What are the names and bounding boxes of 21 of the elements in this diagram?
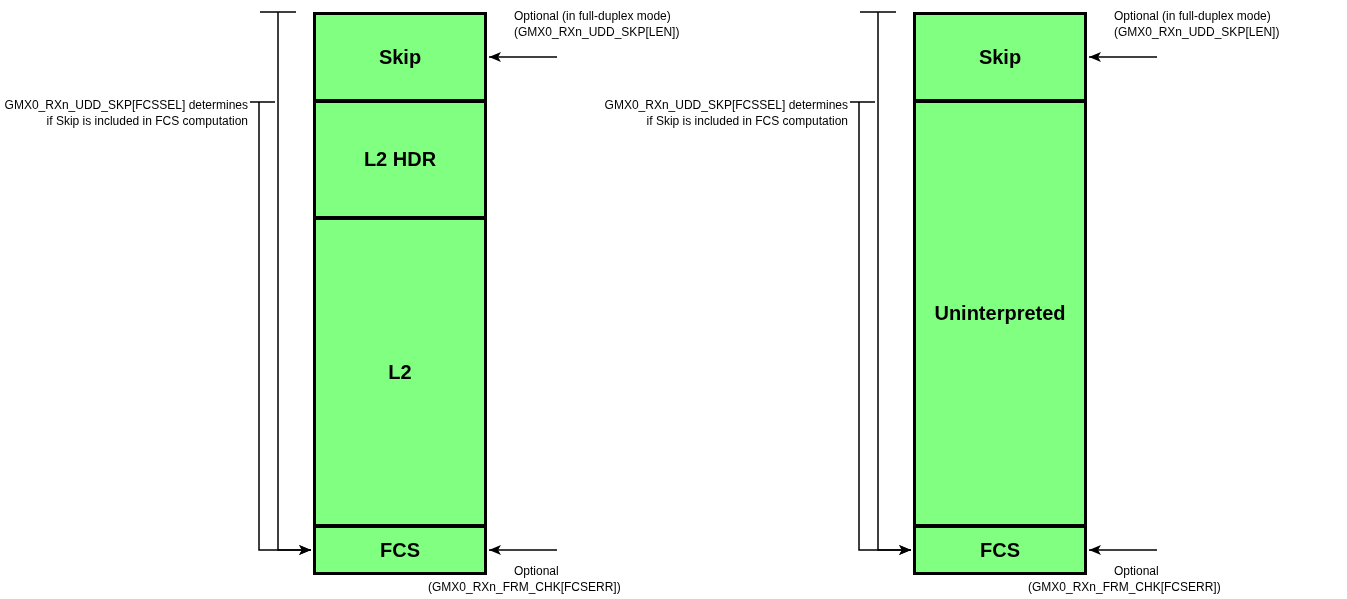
annotation-text: (GMX0_RXn_FRM_CHK[FCSERR]): [428, 579, 622, 595]
annotation-text: Optional (in full-duplex mode) (GMX0_RXn_UDD_SKP[LEN]): [514, 8, 681, 40]
bracket-arrow: [249, 101, 312, 555]
annotation-text: GMX0_RXn_UDD_SKP[FCSSEL] determines if Skip is included in FCS computation: [0, 97, 248, 129]
frame-field-box: Uninterpreted: [913, 100, 1087, 527]
frame-field-box: FCS: [913, 525, 1087, 575]
annotation-text: Optional: [514, 563, 560, 579]
frame-field-box: Skip: [313, 12, 487, 102]
arrow: [488, 545, 558, 555]
frame-field-box: Skip: [913, 12, 1087, 102]
arrow: [1088, 52, 1158, 62]
annotation-text: (GMX0_RXn_FRM_CHK[FCSERR]): [1028, 579, 1222, 595]
annotation-text: Optional (in full-duplex mode) (GMX0_RXn_UDD_SKP[LEN]): [1114, 8, 1281, 40]
annotation-text: GMX0_RXn_UDD_SKP[FCSSEL] determines if Skip is included in FCS computation: [600, 97, 848, 129]
arrow: [488, 52, 558, 62]
frame-field-box: L2 HDR: [313, 100, 487, 219]
bracket-arrow: [849, 101, 912, 555]
annotation-text: Optional: [1114, 563, 1160, 579]
arrow: [1088, 545, 1158, 555]
frame-field-box: FCS: [313, 525, 487, 575]
frame-field-box: L2: [313, 217, 487, 527]
